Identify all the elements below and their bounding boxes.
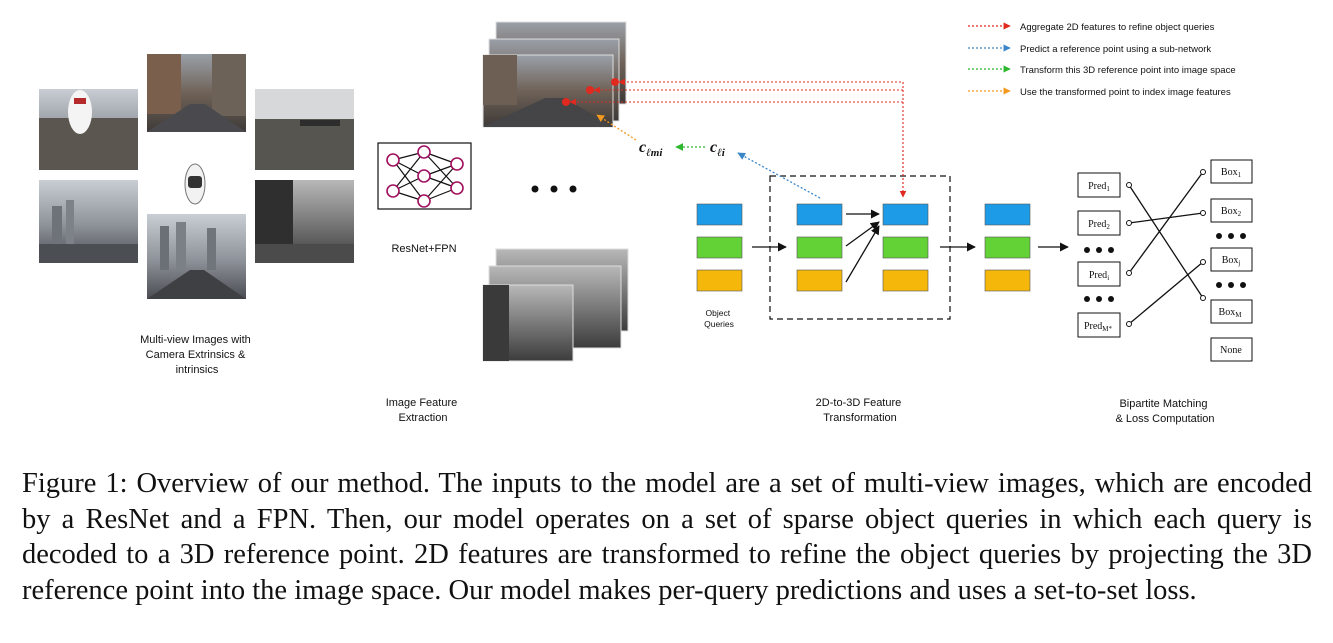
pred-boxes: Pred1 Pred2 Predi PredM* xyxy=(1077,172,1121,338)
figure-caption: Figure 1: Overview of our method. The in… xyxy=(22,468,1312,606)
transformation-label: 2D-to-3D Feature Transformation xyxy=(816,397,905,424)
feature-map-stack-top xyxy=(482,21,627,128)
gt-box-2: Box2 xyxy=(1210,198,1253,223)
svg-text:Box1: Box1 xyxy=(1221,167,1242,179)
resnet-fpn-network xyxy=(377,142,472,210)
network-node xyxy=(386,184,400,198)
network-node xyxy=(417,145,431,159)
svg-text:Use the transformed point to i: Use the transformed point to index image… xyxy=(1020,87,1231,98)
pred-box-i: Predi xyxy=(1077,261,1121,287)
network-node xyxy=(417,169,431,183)
gt-box-j: Boxj xyxy=(1210,247,1253,272)
svg-text:Predi: Predi xyxy=(1089,270,1109,282)
multiview-label: Multi-view Images with Camera Extrinsics… xyxy=(140,334,254,376)
pred-box-2: Pred2 xyxy=(1077,210,1121,236)
svg-text:None: None xyxy=(1220,345,1242,356)
object-queries xyxy=(696,203,743,292)
svg-text:Boxj: Boxj xyxy=(1222,255,1241,267)
gt-box-m: BoxM xyxy=(1210,299,1253,324)
svg-text:Aggregate 2D features to refin: Aggregate 2D features to refine object q… xyxy=(1020,22,1215,33)
network-node xyxy=(386,153,400,167)
legend-item-transform: Transform this 3D reference point into i… xyxy=(968,65,1236,76)
refinement-arrows xyxy=(845,209,880,283)
reference-point-prediction-line xyxy=(737,152,821,199)
camera-image-front-left xyxy=(39,89,138,170)
transformation-input-queries xyxy=(796,203,843,292)
method-overview-figure: Multi-view Images with Camera Extrinsics… xyxy=(39,21,1253,425)
c-lmi-symbol: cℓmi xyxy=(639,139,663,159)
transformation-refined-queries xyxy=(882,203,929,292)
c-li-symbol: cℓi xyxy=(710,139,726,159)
legend-item-aggregate: Aggregate 2D features to refine object q… xyxy=(968,22,1215,33)
svg-text:PredM*: PredM* xyxy=(1084,321,1113,333)
pred-box-1: Pred1 xyxy=(1077,172,1121,198)
matching-ellipses xyxy=(1084,233,1246,302)
svg-text:BoxM: BoxM xyxy=(1219,307,1243,319)
object-queries-label: Object Queries xyxy=(704,308,734,329)
legend-item-predict: Predict a reference point using a sub-ne… xyxy=(968,44,1211,55)
network-node xyxy=(417,194,431,208)
gt-box-none: None xyxy=(1210,337,1253,362)
camera-image-front-right xyxy=(255,89,354,170)
camera-image-back-right xyxy=(255,180,354,263)
camera-image-back-left xyxy=(39,180,138,263)
aggregate-feature-lines xyxy=(569,78,907,198)
multiview-images xyxy=(39,54,354,299)
gt-box-1: Box1 xyxy=(1210,159,1253,184)
gt-boxes: Box1 Box2 Boxj BoxM None xyxy=(1210,159,1253,362)
network-node xyxy=(450,181,464,195)
sampled-feature-points xyxy=(562,78,619,106)
camera-image-front xyxy=(147,54,246,132)
feature-map-stack-bottom xyxy=(482,248,629,362)
ego-car-icon xyxy=(184,163,206,205)
legend-item-index: Use the transformed point to index image… xyxy=(968,87,1231,98)
svg-text:Pred2: Pred2 xyxy=(1088,219,1110,231)
feature-extraction-label: Image Feature Extraction xyxy=(386,397,461,424)
svg-text:Pred1: Pred1 xyxy=(1088,181,1110,193)
legend: Aggregate 2D features to refine object q… xyxy=(968,22,1236,98)
svg-text:Predict a reference point usin: Predict a reference point using a sub-ne… xyxy=(1020,44,1211,55)
svg-text:Transform this 3D reference po: Transform this 3D reference point into i… xyxy=(1020,65,1236,76)
pred-box-m-star: PredM* xyxy=(1077,312,1121,338)
more-views-ellipsis xyxy=(531,185,577,193)
output-queries xyxy=(984,203,1031,292)
backbone-label: ResNet+FPN xyxy=(391,243,456,255)
matching-edges xyxy=(1128,171,1204,325)
camera-image-back xyxy=(147,214,246,299)
network-node xyxy=(450,157,464,171)
matching-endpoints xyxy=(1126,169,1206,327)
matching-label: Bipartite Matching & Loss Computation xyxy=(1115,398,1214,425)
svg-text:Box2: Box2 xyxy=(1221,206,1242,218)
